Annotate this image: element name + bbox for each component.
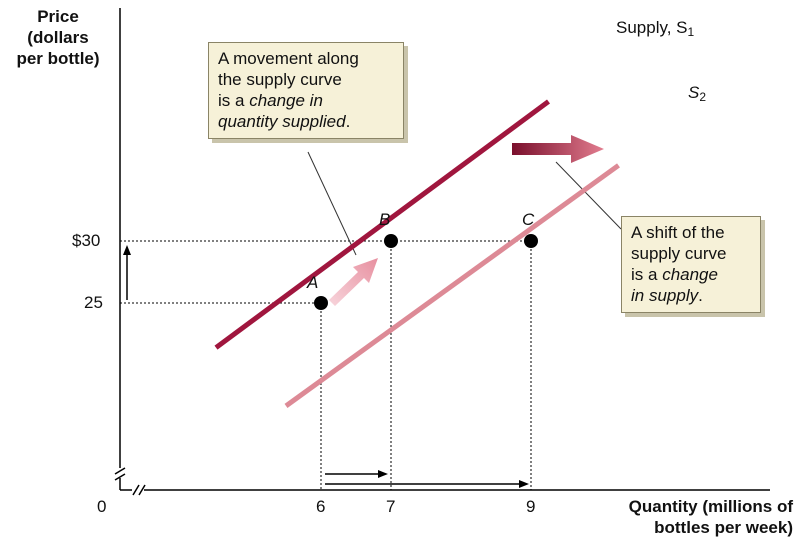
y-axis-break-mark: [114, 467, 126, 475]
note1-leader: [307, 151, 357, 256]
y-axis-break-mark: [114, 473, 126, 481]
y-axis-title: Price (dollars per bottle): [2, 6, 114, 69]
movement-along-arrow: [329, 258, 378, 306]
s1-label: Supply, S1: [616, 18, 694, 39]
note-text-run: the supply curve: [218, 70, 342, 89]
quantity-arrowhead-7: [378, 470, 388, 478]
points-group: [314, 234, 538, 310]
note-line: A movement along: [218, 48, 394, 69]
s1-label-subscript: 1: [687, 25, 695, 39]
point-b: [384, 234, 398, 248]
note-text-run: A shift of the: [631, 223, 725, 242]
note-text-run: .: [345, 112, 351, 131]
origin-label: 0: [97, 497, 107, 516]
note-text-run: .: [698, 286, 703, 305]
point-a: [314, 296, 328, 310]
x-axis-title: Quantity (millions of bottles per week): [553, 496, 793, 538]
y-tick-label: $30: [72, 231, 101, 250]
note-text-run: supply curve: [631, 244, 727, 263]
note-text-run: is a: [218, 91, 250, 110]
point-label-b: B: [379, 210, 391, 229]
note-line: supply curve: [631, 243, 751, 264]
s2-label-subscript: 2: [699, 90, 707, 104]
x-axis-break-mark: [138, 484, 146, 496]
s2-label: S2: [688, 83, 706, 104]
y-tick-label: 25: [84, 293, 103, 312]
s1-label-text: Supply, S: [616, 18, 688, 37]
x-tick-label: 6: [316, 497, 326, 516]
note-line: A shift of the: [631, 222, 751, 243]
note-text-run: quantity supplied: [218, 112, 346, 131]
x-axis-title-line: bottles per week): [654, 518, 793, 537]
note-line: is a change in: [218, 90, 394, 111]
x-axis-title-line: Quantity (millions of: [628, 497, 793, 516]
note-text-run: change in: [249, 91, 323, 110]
note2-leader: [555, 161, 622, 230]
x-axis-break-mark: [132, 484, 140, 496]
note-text-run: change: [662, 265, 718, 284]
note-line: quantity supplied.: [218, 111, 394, 132]
price-rise-arrowhead: [123, 245, 131, 255]
curves-group: [214, 99, 620, 408]
x-tick-label: 7: [386, 497, 396, 516]
point-label-a: A: [307, 273, 319, 292]
x-tick-label: 9: [526, 497, 536, 516]
note-line: the supply curve: [218, 69, 394, 90]
supply-curve-1: [214, 99, 550, 350]
note-text-run: in supply: [631, 286, 699, 305]
s2-label-text: S: [688, 83, 700, 102]
note-text-run: A movement along: [218, 49, 359, 68]
y-axis-title-line: Price: [37, 7, 79, 26]
point-label-c: C: [522, 210, 535, 229]
quantity-arrowhead-9: [519, 480, 529, 488]
supply-curve-2: [284, 163, 620, 408]
point-c: [524, 234, 538, 248]
note-line: in supply.: [631, 285, 751, 306]
shift-arrow: [512, 135, 604, 163]
note-text-run: is a: [631, 265, 663, 284]
note-line: is a change: [631, 264, 751, 285]
y-axis-title-line: (dollars: [27, 28, 89, 47]
y-axis-title-line: per bottle): [16, 49, 100, 68]
